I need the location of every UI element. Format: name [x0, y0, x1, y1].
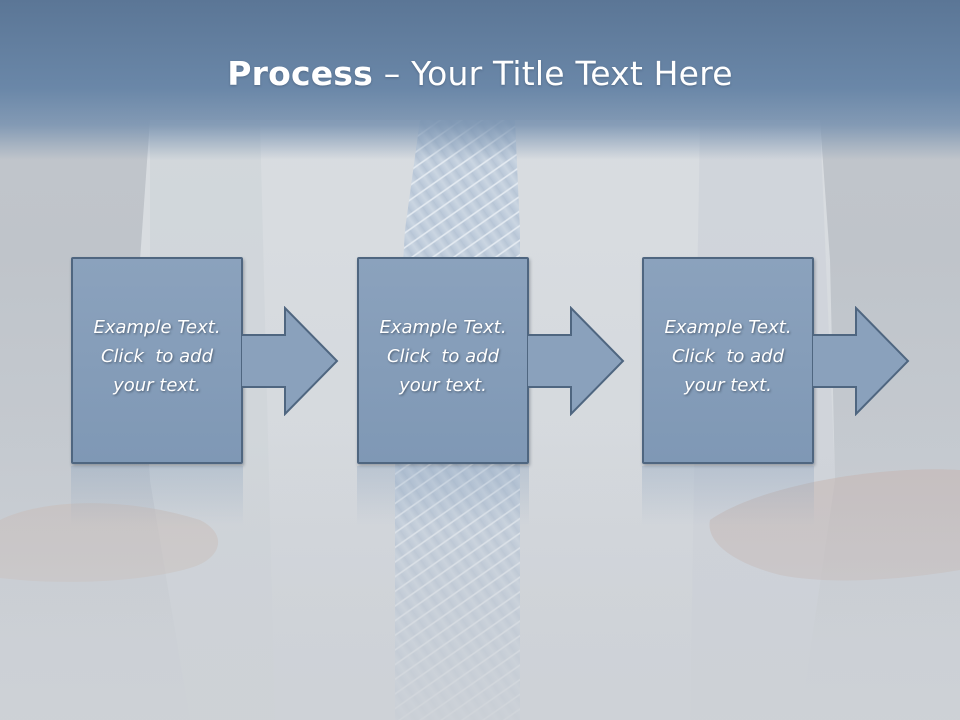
- step-1-line-2: Click to add: [100, 346, 213, 367]
- process-step-1[interactable]: Example Text. Click to add your text.: [71, 257, 243, 464]
- arrow-right-icon: [241, 306, 339, 416]
- title-band: [0, 0, 960, 160]
- step-2-line-3: your text.: [399, 375, 487, 396]
- step-2-line-2: Click to add: [386, 346, 499, 367]
- step-1-line-1: Example Text.: [93, 317, 221, 338]
- step-1-line-3: your text.: [113, 375, 201, 396]
- title-rest: Your Title Text Here: [411, 54, 733, 93]
- step-2-reflection: [357, 466, 529, 526]
- step-3-line-1: Example Text.: [664, 317, 792, 338]
- step-1-reflection: [71, 466, 243, 526]
- step-1-text[interactable]: Example Text. Click to add your text.: [73, 313, 241, 400]
- step-2-text[interactable]: Example Text. Click to add your text.: [359, 313, 527, 400]
- arrow-right-icon: [527, 306, 625, 416]
- title-separator: –: [373, 54, 412, 93]
- step-3-line-2: Click to add: [671, 346, 784, 367]
- process-step-3[interactable]: Example Text. Click to add your text.: [642, 257, 814, 464]
- step-2-line-1: Example Text.: [379, 317, 507, 338]
- step-3-line-3: your text.: [684, 375, 772, 396]
- step-3-text[interactable]: Example Text. Click to add your text.: [644, 313, 812, 400]
- step-3-reflection: [642, 466, 814, 526]
- slide-title[interactable]: Process – Your Title Text Here: [0, 52, 960, 96]
- process-step-2[interactable]: Example Text. Click to add your text.: [357, 257, 529, 464]
- arrow-right-icon: [812, 306, 910, 416]
- title-bold: Process: [227, 54, 373, 93]
